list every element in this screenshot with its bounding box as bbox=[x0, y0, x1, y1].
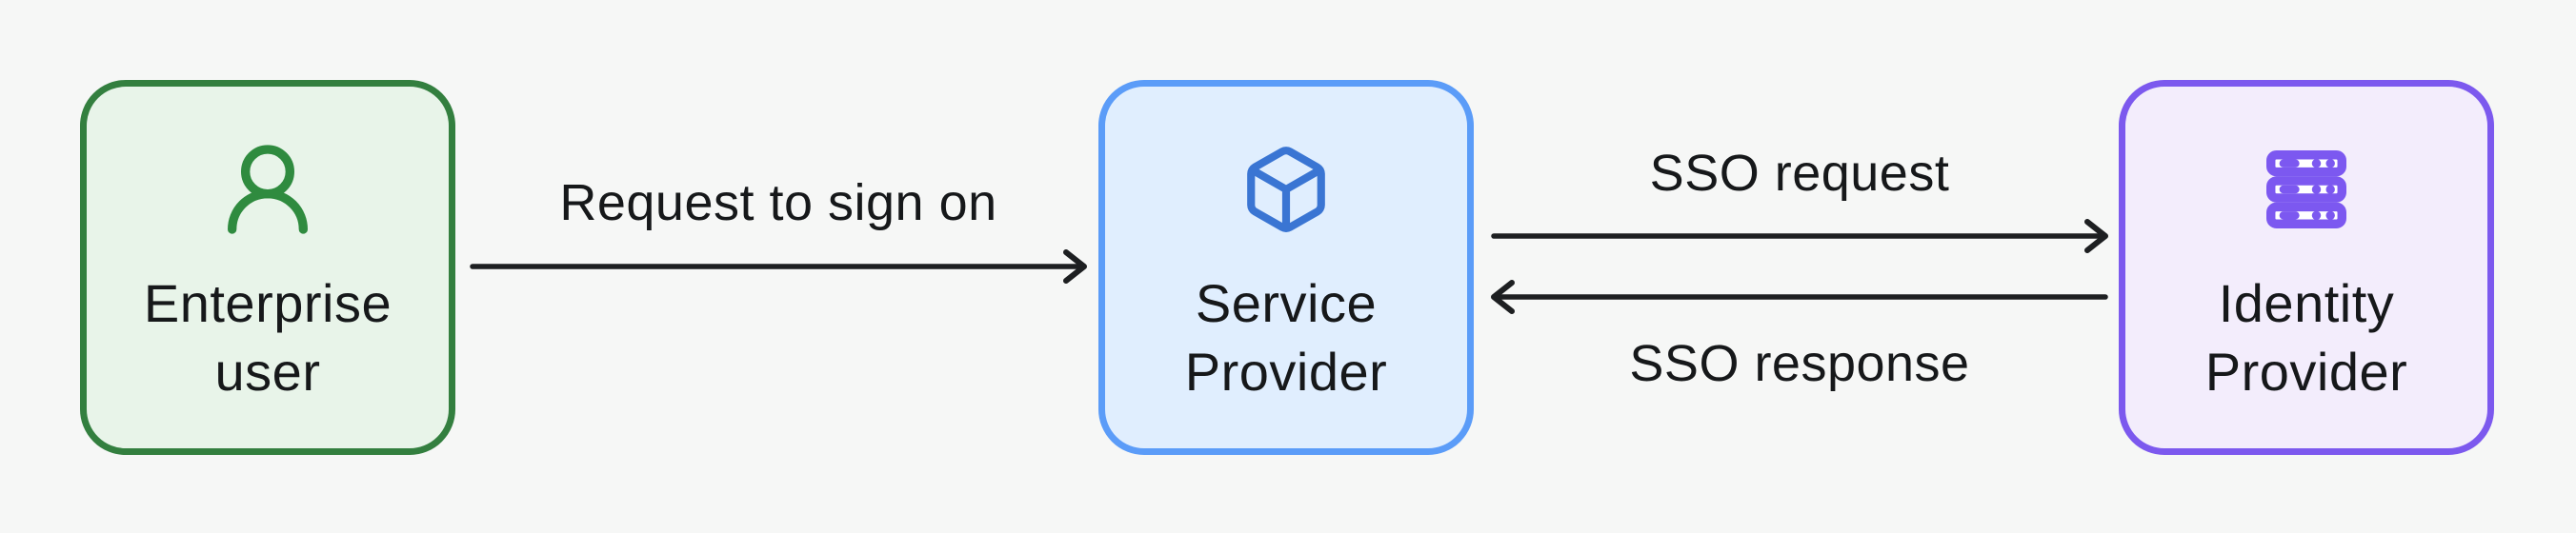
edge-label-sso-request: SSO request bbox=[1650, 145, 1950, 202]
arrow-sso-response bbox=[1491, 280, 2108, 314]
edge-label-sso-response: SSO response bbox=[1629, 335, 1969, 392]
box-icon bbox=[1239, 132, 1333, 247]
server-icon bbox=[2266, 132, 2346, 247]
edge-label-request-to-sign-on: Request to sign on bbox=[559, 174, 996, 231]
node-label-enterprise-user: Enterprise user bbox=[143, 273, 392, 402]
node-identity-provider: Identity Provider bbox=[2119, 80, 2494, 455]
user-icon bbox=[214, 132, 321, 247]
node-label-identity-provider: Identity Provider bbox=[2204, 273, 2408, 402]
arrow-request-to-sign-on bbox=[470, 249, 1087, 284]
node-enterprise-user: Enterprise user bbox=[80, 80, 455, 455]
arrow-sso-request bbox=[1491, 219, 2108, 253]
node-label-service-provider: Service Provider bbox=[1184, 273, 1388, 402]
node-service-provider: Service Provider bbox=[1098, 80, 1474, 455]
